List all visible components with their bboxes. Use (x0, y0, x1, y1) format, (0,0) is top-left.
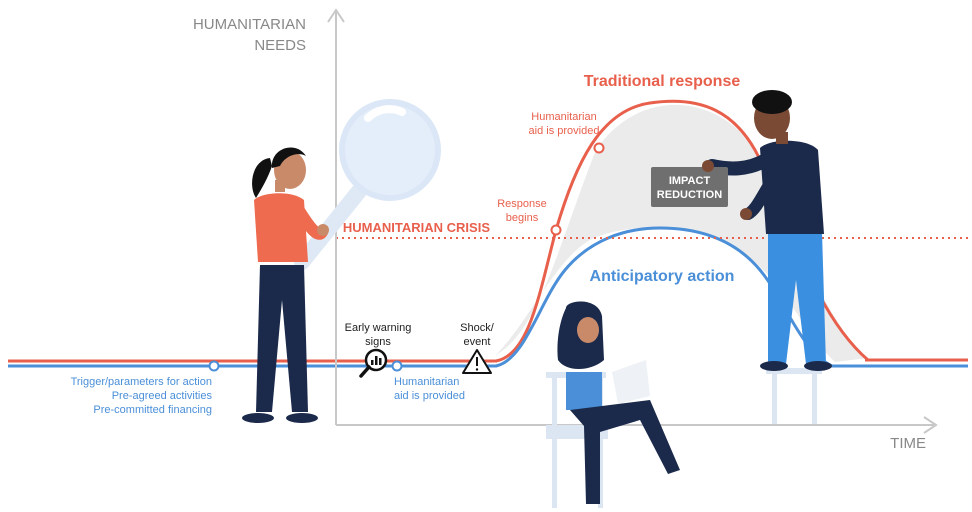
aid-provided-red-line1: Humanitarian (531, 111, 596, 123)
trigger-line1: Trigger/parameters for action (71, 376, 212, 388)
y-axis-arrow (327, 8, 345, 23)
trigger-line2: Pre-agreed activities (112, 390, 213, 402)
aid-provided-red-marker (593, 142, 605, 154)
impact-reduction-area (496, 104, 868, 362)
aid-provided-red-line2: aid is provided (529, 125, 600, 137)
aid-provided-blue-line1: Humanitarian (394, 376, 459, 388)
x-axis-label: TIME (890, 435, 926, 452)
man-hand (702, 160, 714, 172)
anticipatory-action-label: Anticipatory action (590, 268, 735, 285)
trigger-line3: Pre-committed financing (93, 404, 212, 416)
response-begins-marker (550, 224, 562, 236)
trigger-marker (208, 360, 220, 372)
traditional-response-label: Traditional response (584, 73, 741, 90)
shock-line2: event (464, 336, 491, 348)
x-axis-arrow (923, 416, 938, 434)
early-warning-line2: signs (365, 336, 391, 348)
response-begins-line1: Response (497, 198, 547, 210)
aid-provided-blue-line2: aid is provided (394, 390, 465, 402)
woman-with-magnifier (242, 99, 441, 423)
magnifier-with-chart-icon (359, 348, 388, 378)
early-warning-line1: Early warning (345, 322, 412, 334)
crisis-threshold-label: HUMANITARIAN CRISIS (343, 220, 490, 235)
impact-reduction-line1: IMPACT (669, 175, 711, 187)
impact-reduction-box: IMPACT REDUCTION (651, 167, 728, 207)
man-on-stool (705, 90, 832, 424)
woman-seated-reading (546, 301, 680, 508)
impact-reduction-line2: REDUCTION (657, 189, 722, 201)
y-axis-label-line2: NEEDS (254, 37, 306, 54)
aid-provided-blue-marker (391, 360, 403, 372)
shock-line1: Shock/ (460, 322, 495, 334)
warning-triangle-icon (462, 349, 492, 374)
y-axis-label-line1: HUMANITARIAN (193, 16, 306, 33)
magnifying-glass-icon (294, 99, 441, 270)
response-begins-line2: begins (506, 212, 539, 224)
